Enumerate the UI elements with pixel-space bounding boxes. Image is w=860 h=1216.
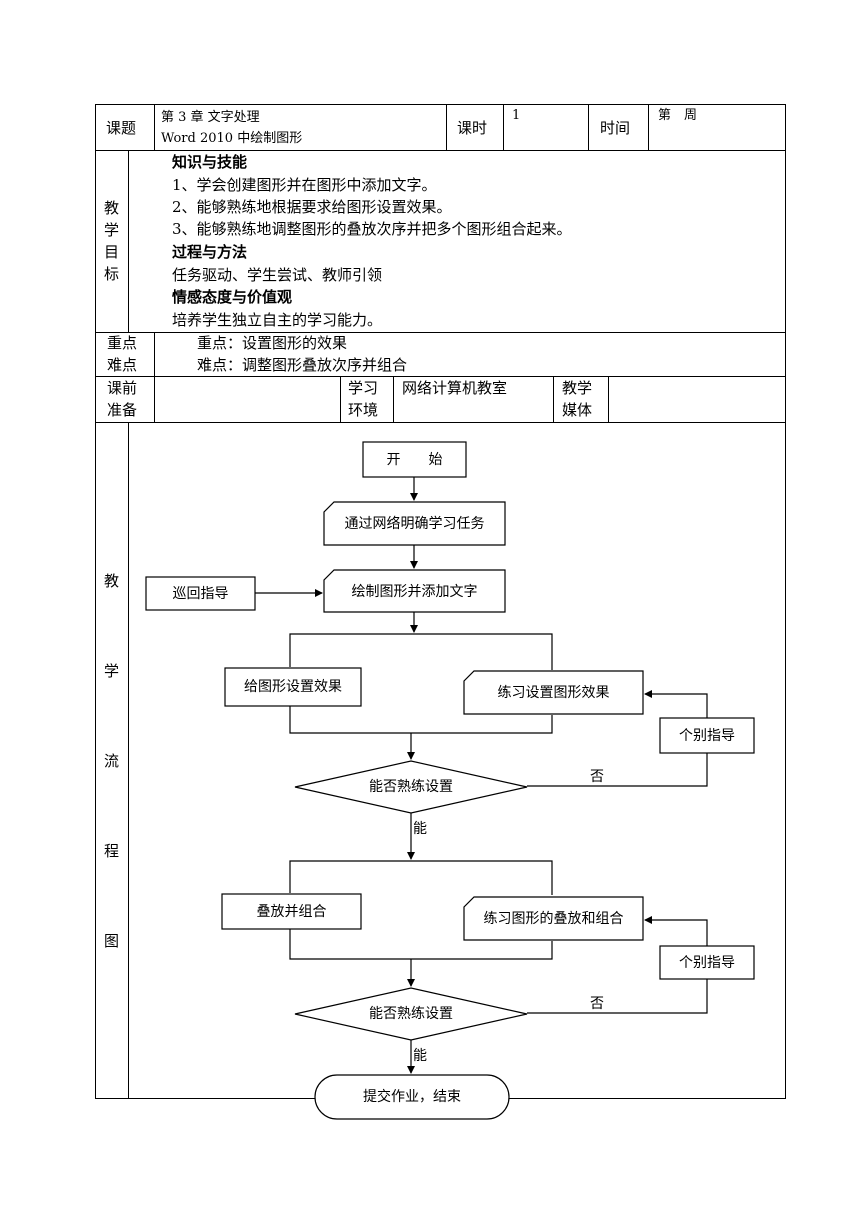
decision1-text: 能否熟练设置 (369, 779, 453, 795)
knowledge-item: 3、能够熟练地调整图形的叠放次序并把多个图形组合起来。 (172, 220, 572, 238)
practice-effect-box (463, 670, 644, 715)
patrol-text: 巡回指导 (172, 586, 229, 602)
individual2-text: 个别指导 (679, 955, 735, 971)
flow-label-char: 流 (104, 752, 120, 770)
flow-label-char: 教 (104, 572, 120, 590)
individual2-box (659, 945, 755, 980)
env-label-line2: 环境 (348, 401, 379, 419)
time-label: 时间 (600, 119, 631, 137)
patrol-box (145, 576, 256, 611)
decision2-no-label: 否 (590, 996, 604, 1012)
set-effect-text: 给图形设置效果 (244, 679, 342, 695)
course-topic: Word 2010 中绘制图形 (161, 131, 303, 146)
emotion-heading: 情感态度与价值观 (172, 288, 293, 306)
decision2-diamond (294, 987, 528, 1041)
loop-frame-1 (289, 633, 553, 734)
prep-label-line1: 课前 (107, 379, 138, 397)
media-label-line2: 媒体 (562, 401, 593, 419)
flow-label-char: 学 (104, 662, 120, 680)
stack-group-text: 叠放并组合 (256, 904, 327, 920)
decision2-text: 能否熟练设置 (369, 1006, 453, 1022)
set-effect-box (224, 667, 362, 707)
course-chapter: 第 3 章 文字处理 (161, 110, 260, 125)
practice-stack-box (463, 896, 644, 941)
env-label-line1: 学习 (348, 379, 379, 397)
objectives-label-char: 标 (104, 265, 120, 283)
flow-label-char: 图 (104, 932, 120, 950)
objectives-label-char: 教 (104, 199, 120, 217)
decision1-yes-label: 能 (413, 821, 427, 837)
individual1-text: 个别指导 (679, 728, 735, 744)
keypoints-label-line1: 重点 (107, 334, 138, 352)
knowledge-heading: 知识与技能 (172, 153, 248, 171)
objectives-label-char: 学 (104, 221, 120, 239)
loop-frame-2 (289, 860, 553, 960)
key-point-text: 重点：设置图形的效果 (197, 334, 348, 352)
difficult-point-text: 难点：调整图形叠放次序并组合 (197, 356, 408, 374)
decision1-no-label: 否 (590, 769, 604, 785)
hours-label: 课时 (457, 119, 488, 137)
emotion-text: 培养学生独立自主的学习能力。 (172, 311, 383, 329)
knowledge-item: 1、学会创建图形并在图形中添加文字。 (172, 176, 437, 194)
media-label-line1: 教学 (562, 379, 593, 397)
practice-effect-text: 练习设置图形效果 (497, 685, 610, 701)
process-heading: 过程与方法 (172, 243, 248, 261)
step1-text: 通过网络明确学习任务 (344, 516, 485, 532)
practice-stack-text: 练习图形的叠放和组合 (483, 911, 624, 927)
start-box (362, 441, 467, 478)
flow-label-char: 程 (104, 842, 120, 860)
hours-value: 1 (512, 108, 521, 123)
process-text: 任务驱动、学生尝试、教师引领 (172, 266, 383, 284)
keypoints-label-line2: 难点 (107, 356, 138, 374)
decision1-diamond (294, 760, 528, 814)
decision2-yes-label: 能 (413, 1048, 427, 1064)
end-terminator (314, 1074, 510, 1120)
start-text: 开 始 (386, 452, 443, 468)
time-value: 第 周 (658, 108, 698, 123)
end-text: 提交作业，结束 (363, 1089, 461, 1105)
prep-label-line2: 准备 (107, 401, 138, 419)
course-label: 课题 (106, 119, 137, 137)
env-value: 网络计算机教室 (402, 379, 508, 397)
step2-text: 绘制图形并添加文字 (351, 584, 478, 600)
stack-group-box (221, 893, 362, 930)
objectives-label-char: 目 (104, 243, 120, 261)
knowledge-item: 2、能够熟练地根据要求给图形设置效果。 (172, 198, 452, 216)
